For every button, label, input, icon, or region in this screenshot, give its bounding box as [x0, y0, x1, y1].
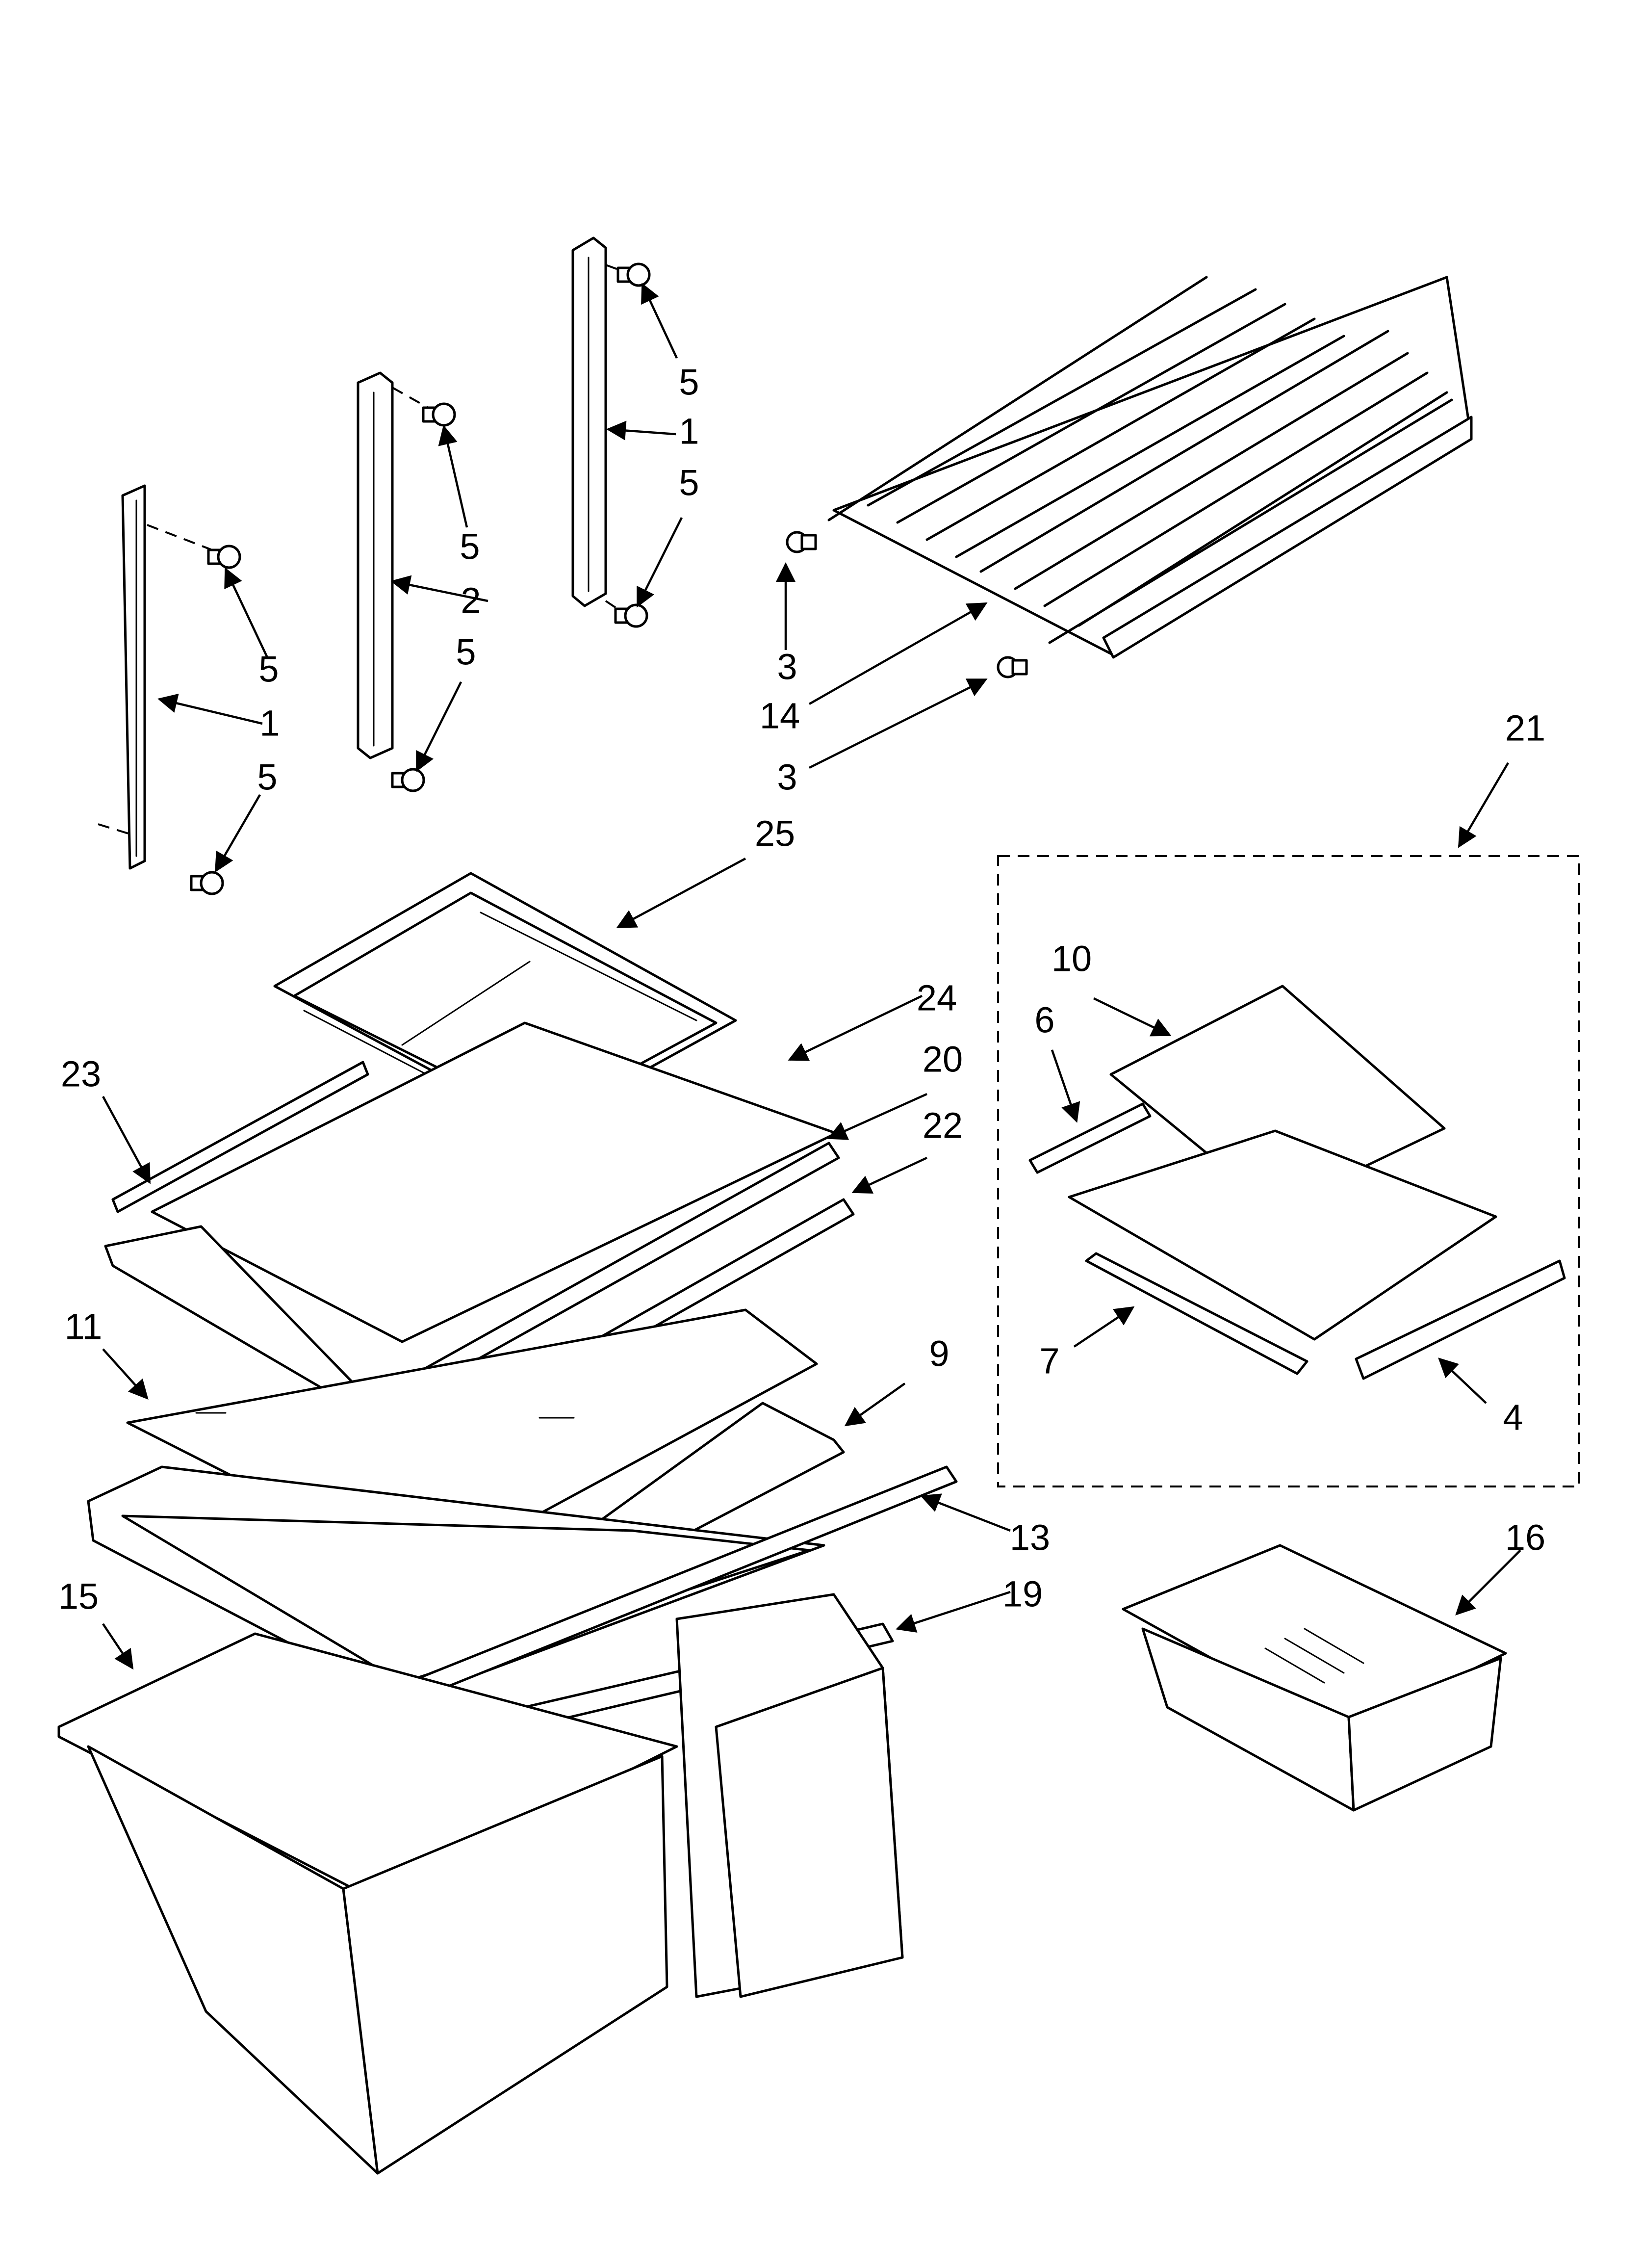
callout-19: 19	[1002, 1574, 1043, 1615]
callout-14: 14	[760, 696, 800, 736]
callout-5-center-top: 5	[460, 526, 480, 567]
shelf-ladder-left	[98, 484, 211, 870]
callout-13: 13	[1010, 1517, 1050, 1558]
crisper-drawer-right	[675, 1593, 904, 1998]
callout-20: 20	[923, 1039, 963, 1080]
callout-25: 25	[755, 813, 795, 854]
callout-24: 24	[917, 978, 957, 1018]
callout-2: 2	[461, 580, 481, 621]
shelf-ladder-center	[357, 371, 432, 759]
callout-3-bottom: 3	[777, 757, 797, 798]
shelf-ladder-right	[571, 236, 633, 612]
wire-shelf	[786, 276, 1473, 678]
callout-16: 16	[1505, 1517, 1545, 1558]
callout-7: 7	[1039, 1341, 1059, 1382]
meat-drawer	[1122, 1544, 1507, 1812]
callout-23: 23	[61, 1054, 101, 1095]
assembly-21-box	[997, 855, 1580, 1487]
callout-3-top: 3	[777, 647, 797, 687]
callout-labels: 1 5 5 2 5 5 1 5 5 3 14 3 25 24 20 22 23 …	[58, 362, 1545, 1617]
callout-1-left: 1	[259, 703, 280, 744]
crisper-drawer-left	[57, 1632, 678, 2175]
callout-5-center-bottom: 5	[456, 632, 476, 673]
callout-6: 6	[1034, 1000, 1054, 1041]
trim-23	[111, 1061, 369, 1213]
callout-11: 11	[65, 1306, 103, 1347]
callout-5-right-top: 5	[679, 362, 699, 403]
callout-9: 9	[929, 1333, 949, 1374]
callout-15: 15	[58, 1576, 99, 1617]
callout-5-left-top: 5	[258, 649, 279, 690]
leader-lines	[102, 283, 1521, 1670]
callout-22: 22	[923, 1105, 963, 1146]
crisper-cover	[87, 1465, 825, 1704]
callout-21: 21	[1505, 708, 1545, 749]
callout-1-right: 1	[679, 411, 699, 452]
callout-4: 4	[1503, 1397, 1523, 1438]
callout-10: 10	[1052, 938, 1092, 979]
callout-5-left-bottom: 5	[257, 757, 277, 798]
callout-5-right-bottom: 5	[679, 463, 699, 503]
